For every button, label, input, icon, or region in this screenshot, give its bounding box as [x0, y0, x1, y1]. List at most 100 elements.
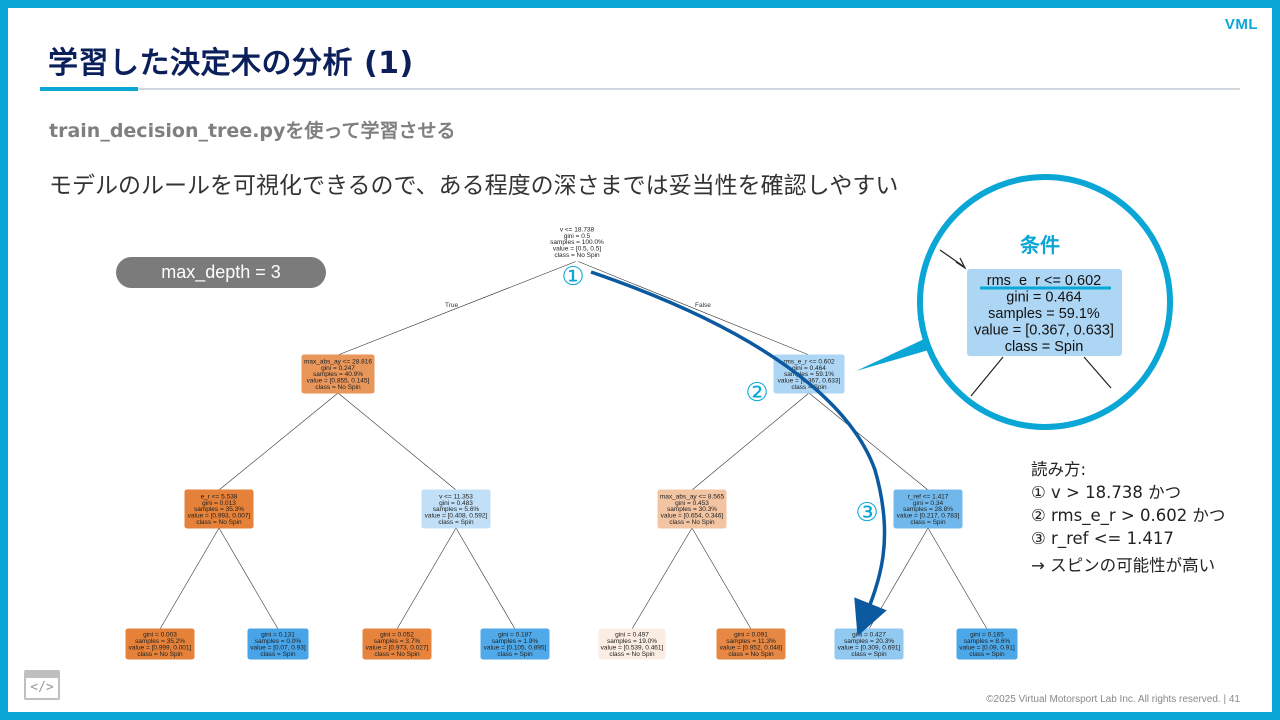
tree-node-line: class = No Spin	[609, 651, 655, 658]
tree-node-line: gini = 0.187	[498, 632, 532, 639]
subtitle-explanation: モデルのルールを可視化できるので、ある程度の深さまでは妥当性を確認しやすい	[49, 173, 899, 199]
subtitle-script: train_decision_tree.pyを使って学習させる	[49, 120, 456, 142]
tree-node-box	[956, 628, 1018, 660]
vml-logo: VML	[1224, 16, 1258, 33]
tree-node-line: gini = 0.5	[564, 233, 591, 240]
tree-node-line: gini = 0.497	[615, 632, 649, 639]
tree-node-line: gini = 0.003	[143, 632, 177, 639]
tree-node-line: class = No Spin	[554, 252, 600, 259]
tree-node-line: max_abs_ay <= 8.565	[660, 493, 725, 500]
zoom-child-edge-left	[970, 356, 1004, 397]
tree-node-box	[184, 489, 254, 529]
tree-node-line: samples = 11.3%	[726, 638, 776, 645]
tree-node-line: r_ref <= 1.417	[908, 493, 949, 500]
zoom-child-edge-right	[1083, 356, 1112, 389]
tree-node-line: class = No Spin	[374, 651, 420, 658]
title-accent-bar	[40, 87, 138, 91]
tree-node-line: class = No Spin	[137, 651, 183, 658]
code-icon-glyph: </>	[30, 680, 54, 695]
tree-node-box	[125, 628, 195, 660]
zoom-incoming-edge	[939, 249, 964, 267]
tree-node-line: samples = 1.9%	[492, 638, 539, 645]
reading-guide-step-2: ② rms_e_r > 0.602 かつ	[1031, 506, 1226, 525]
tree-node-line: max_abs_ay <= 28.816	[304, 358, 372, 365]
tree-node-line: samples = 3.7%	[374, 638, 421, 645]
tree-node-line: samples = 8.6%	[964, 638, 1011, 645]
tree-node-box	[247, 628, 309, 660]
tree-node-line: e_r <= 5.538	[201, 493, 238, 500]
tree-node-line: value = [0.09, 0.91]	[959, 644, 1015, 651]
title-divider	[40, 88, 1240, 90]
footer-copyright: ©2025 Virtual Motorsport Lab Inc. All ri…	[986, 694, 1240, 705]
tree-node-box	[893, 489, 963, 529]
tree-edge	[218, 392, 339, 491]
tree-edge	[691, 527, 752, 630]
tree-edge	[337, 392, 457, 491]
step-marker-3: ③	[855, 498, 878, 528]
tree-node-line: value = [0.408, 0.592]	[425, 513, 488, 520]
path-overlay: ① ② ③	[561, 262, 887, 637]
max-depth-badge: max_depth = 3	[116, 257, 326, 288]
code-icon[interactable]: </>	[24, 670, 60, 700]
step-marker-2: ②	[745, 378, 768, 408]
tree-edge	[218, 527, 279, 630]
tree-node-line: samples = 35.2%	[135, 638, 185, 645]
reading-guide-heading: 読み方:	[1031, 460, 1087, 479]
tree-node-line: class = Spin	[969, 651, 1005, 658]
tree-node-line: gini = 0.247	[321, 365, 355, 372]
tree-node-box	[480, 628, 550, 660]
tree-node-box	[716, 628, 786, 660]
tree-edge	[455, 527, 516, 630]
tree-node-line: samples = 0.0%	[255, 638, 302, 645]
zoom-title: 条件	[1020, 233, 1060, 257]
tree-edge	[691, 392, 810, 491]
tree-node-line: value = [0.855, 0.145]	[307, 378, 370, 385]
tree-node-line: value = [0.5, 0.5]	[553, 246, 601, 253]
tree-node-line: class = Spin	[438, 519, 474, 526]
tree-node-line: gini = 0.453	[675, 500, 709, 507]
decision-path-arrow	[590, 270, 887, 637]
tree-node-line: value = [0.973, 0.027]	[366, 644, 429, 651]
tree-node-line: samples = 35.3%	[194, 506, 244, 513]
tree-node-line: class = No Spin	[196, 519, 242, 526]
tree-node-line: class = No Spin	[669, 519, 715, 526]
tree-edge	[808, 392, 929, 491]
tree-node-line: gini = 0.483	[439, 500, 473, 507]
tree-node-line: value = [0.105, 0.895]	[484, 644, 547, 651]
tree-node-line: gini = 0.091	[734, 632, 768, 639]
step-marker-1: ①	[561, 262, 584, 292]
tree-node-line: class = Spin	[910, 519, 946, 526]
code-icon-titlebar	[26, 672, 58, 678]
reading-guide-step-1: ① v > 18.738 かつ	[1031, 483, 1182, 502]
tree-node-line: rms_e_r <= 0.602	[783, 358, 835, 365]
tree-node-line: samples = 100.0%	[550, 239, 604, 246]
tree-edge	[159, 527, 220, 630]
tree-node-line: class = No Spin	[728, 651, 774, 658]
tree-node-line: class = No Spin	[315, 384, 361, 391]
tree-node-line: gini = 0.013	[202, 500, 236, 507]
tree-node-line: samples = 28.8%	[903, 506, 953, 513]
tree-node-line: gini = 0.165	[970, 632, 1004, 639]
tree-edge	[576, 260, 810, 356]
tree-node-line: class = Spin	[851, 651, 887, 658]
tree-node-line: samples = 20.3%	[844, 638, 894, 645]
tree-node-line: samples = 40.9%	[313, 371, 363, 378]
tree-edge	[337, 260, 578, 356]
zoom-node-line: class = Spin	[1005, 339, 1084, 355]
